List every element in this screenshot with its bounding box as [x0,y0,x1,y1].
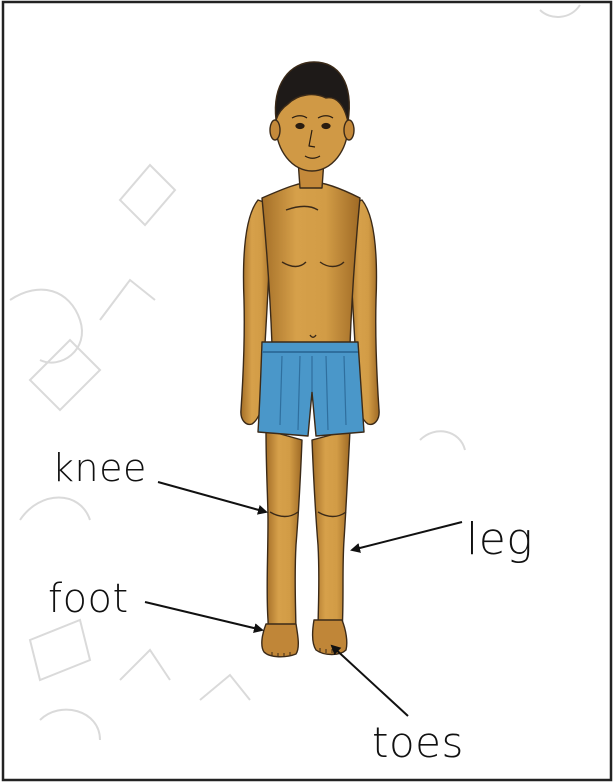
foot-label: foot [48,576,129,622]
right-foot [313,620,347,655]
left-leg [266,430,302,638]
toes-label: toes [372,718,464,767]
leg-label: leg [466,514,533,565]
left-foot [262,624,298,657]
foot-arrow [145,602,262,630]
leg-arrow [352,522,462,550]
knee-label: knee [52,446,147,490]
boy-figure [241,62,379,657]
right-leg [312,430,350,632]
knee-arrow [158,482,266,512]
shorts [258,342,364,436]
toes-arrow [332,646,408,716]
pointer-arrows [145,482,462,716]
